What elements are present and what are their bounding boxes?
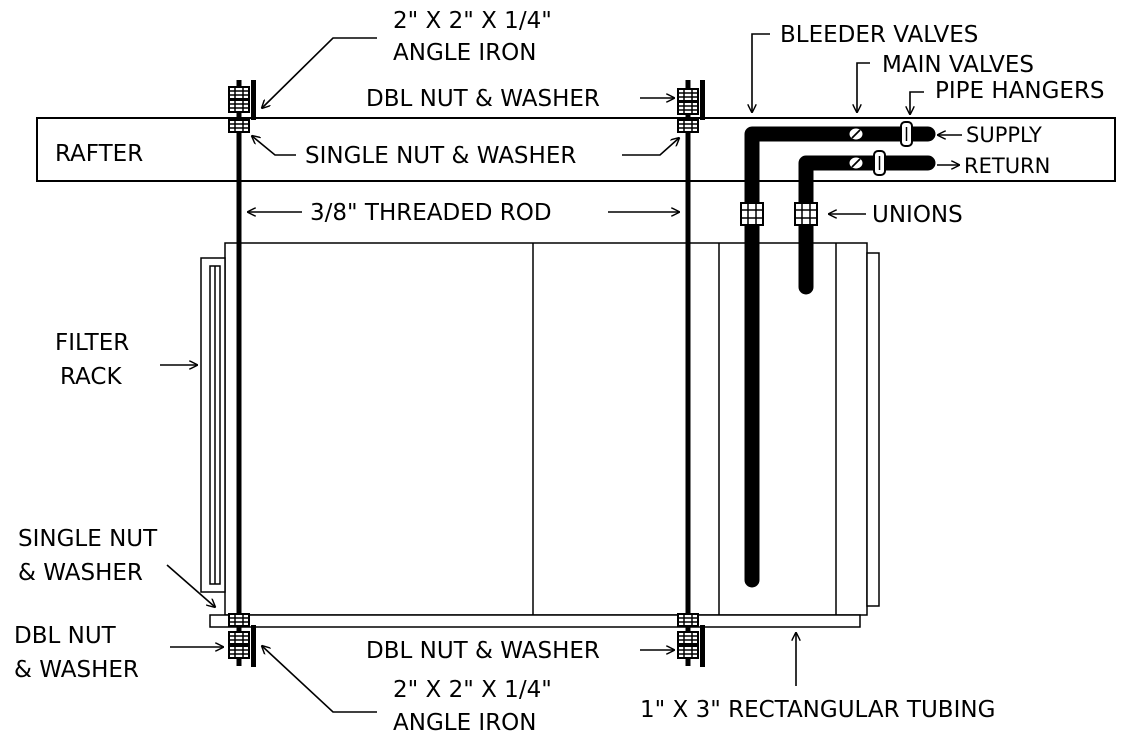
nut-top-right-lower <box>677 101 699 115</box>
label-bleeder-valves: BLEEDER VALVES <box>780 22 978 48</box>
label-dbl-nut-bottom: DBL NUT & WASHER <box>366 638 600 664</box>
label-rect-tubing: 1" X 3" RECTANGULAR TUBING <box>640 697 995 723</box>
leader-single-nut-top-right <box>622 138 679 156</box>
nut-bottom-left-upper <box>228 631 250 645</box>
label-single-nut-bottom-1: SINGLE NUT <box>18 526 158 552</box>
nut-bottom-right-lower <box>677 645 699 659</box>
nut-top-right-upper <box>677 88 699 102</box>
label-angle-iron-bottom-1: 2" X 2" X 1/4" <box>393 677 552 703</box>
nut-bottom-right-upper <box>677 631 699 645</box>
angle-iron-top-left <box>251 80 256 120</box>
rectangular-tubing <box>209 614 861 628</box>
label-return: RETURN <box>964 154 1050 178</box>
filter-rack <box>200 257 226 593</box>
nut-top-left-lower <box>228 99 250 113</box>
leader-single-nut-top-left <box>252 136 296 156</box>
label-pipe-hangers: PIPE HANGERS <box>935 78 1105 104</box>
label-angle-iron-top-1: 2" X 2" X 1/4" <box>393 8 552 34</box>
leader-single-nut-bottom <box>166 564 215 607</box>
label-filter-rack-2: RACK <box>60 364 122 390</box>
cabinet-end-flange <box>866 252 880 607</box>
label-supply: SUPPLY <box>966 123 1042 147</box>
leader-bleeder-valves <box>752 33 770 112</box>
label-dbl-nut-left-1: DBL NUT <box>14 623 117 649</box>
label-angle-iron-bottom-2: ANGLE IRON <box>393 710 537 736</box>
union-return <box>794 202 818 226</box>
label-dbl-nut-top: DBL NUT & WASHER <box>366 86 600 112</box>
nut-top-left-upper <box>228 86 250 100</box>
label-angle-iron-top-2: ANGLE IRON <box>393 40 537 66</box>
pipe-hanger-return <box>873 150 886 176</box>
angle-iron-bottom-right <box>700 625 705 667</box>
label-filter-rack-1: FILTER <box>55 330 129 356</box>
nut-bottom-right-single <box>677 613 699 627</box>
label-single-nut-bottom-2: & WASHER <box>18 560 143 586</box>
leader-main-valves <box>857 62 870 112</box>
label-single-nut-top: SINGLE NUT & WASHER <box>305 143 576 169</box>
label-dbl-nut-left-2: & WASHER <box>14 657 139 683</box>
main-valve-return <box>849 157 863 169</box>
label-rafter: RAFTER <box>55 141 143 167</box>
leader-angle-iron-bottom <box>262 646 377 713</box>
union-supply <box>740 202 764 226</box>
label-main-valves: MAIN VALVES <box>882 52 1034 78</box>
label-threaded-rod: 3/8" THREADED ROD <box>310 200 552 226</box>
leader-lines <box>160 33 962 713</box>
nut-bottom-left-lower <box>228 645 250 659</box>
label-unions: UNIONS <box>872 202 963 228</box>
supply-pipe <box>744 126 936 588</box>
air-handler-cabinet <box>224 242 868 616</box>
nut-top-right-single <box>677 119 699 133</box>
main-valve-supply <box>849 128 863 140</box>
rafter-beam <box>36 117 1116 182</box>
angle-iron-bottom-left <box>251 625 256 667</box>
nut-bottom-left-single <box>228 613 250 627</box>
nut-top-left-single <box>228 119 250 133</box>
return-pipe <box>798 155 936 295</box>
leader-pipe-hangers <box>910 91 924 114</box>
pipe-hanger-supply <box>900 121 913 147</box>
angle-iron-top-right <box>700 80 705 120</box>
leader-angle-iron-top <box>262 37 377 108</box>
